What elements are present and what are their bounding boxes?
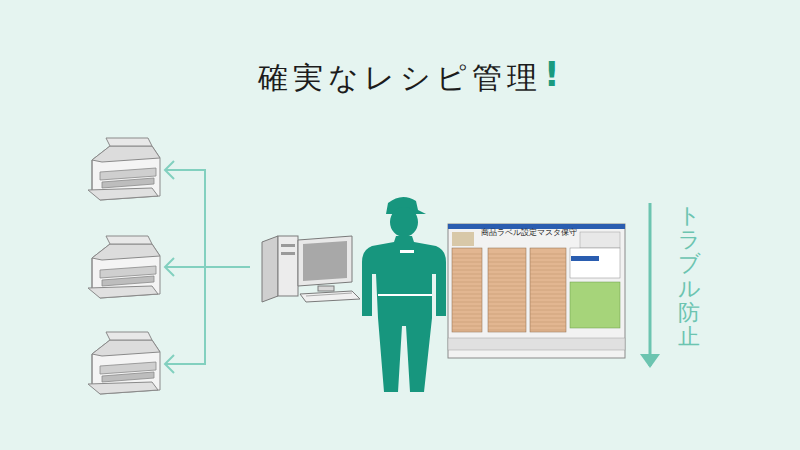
- printer: [88, 138, 160, 200]
- printer: [88, 236, 160, 298]
- software-screen: [448, 224, 625, 358]
- title-measure: 確実なレシピ管理: [258, 60, 542, 95]
- printer: [88, 332, 160, 394]
- worker-figure: [362, 197, 446, 392]
- vertical-label: トラブル防止: [678, 204, 700, 349]
- computer: [262, 236, 360, 302]
- down-arrow: [649, 203, 652, 366]
- arrow-head: [640, 354, 660, 368]
- screen-title: 商品ラベル設定マスタ保守: [481, 227, 577, 238]
- exclamation: !: [544, 54, 560, 94]
- network-lines: [165, 161, 250, 373]
- title: 確実なレシピ管理: [0, 58, 800, 99]
